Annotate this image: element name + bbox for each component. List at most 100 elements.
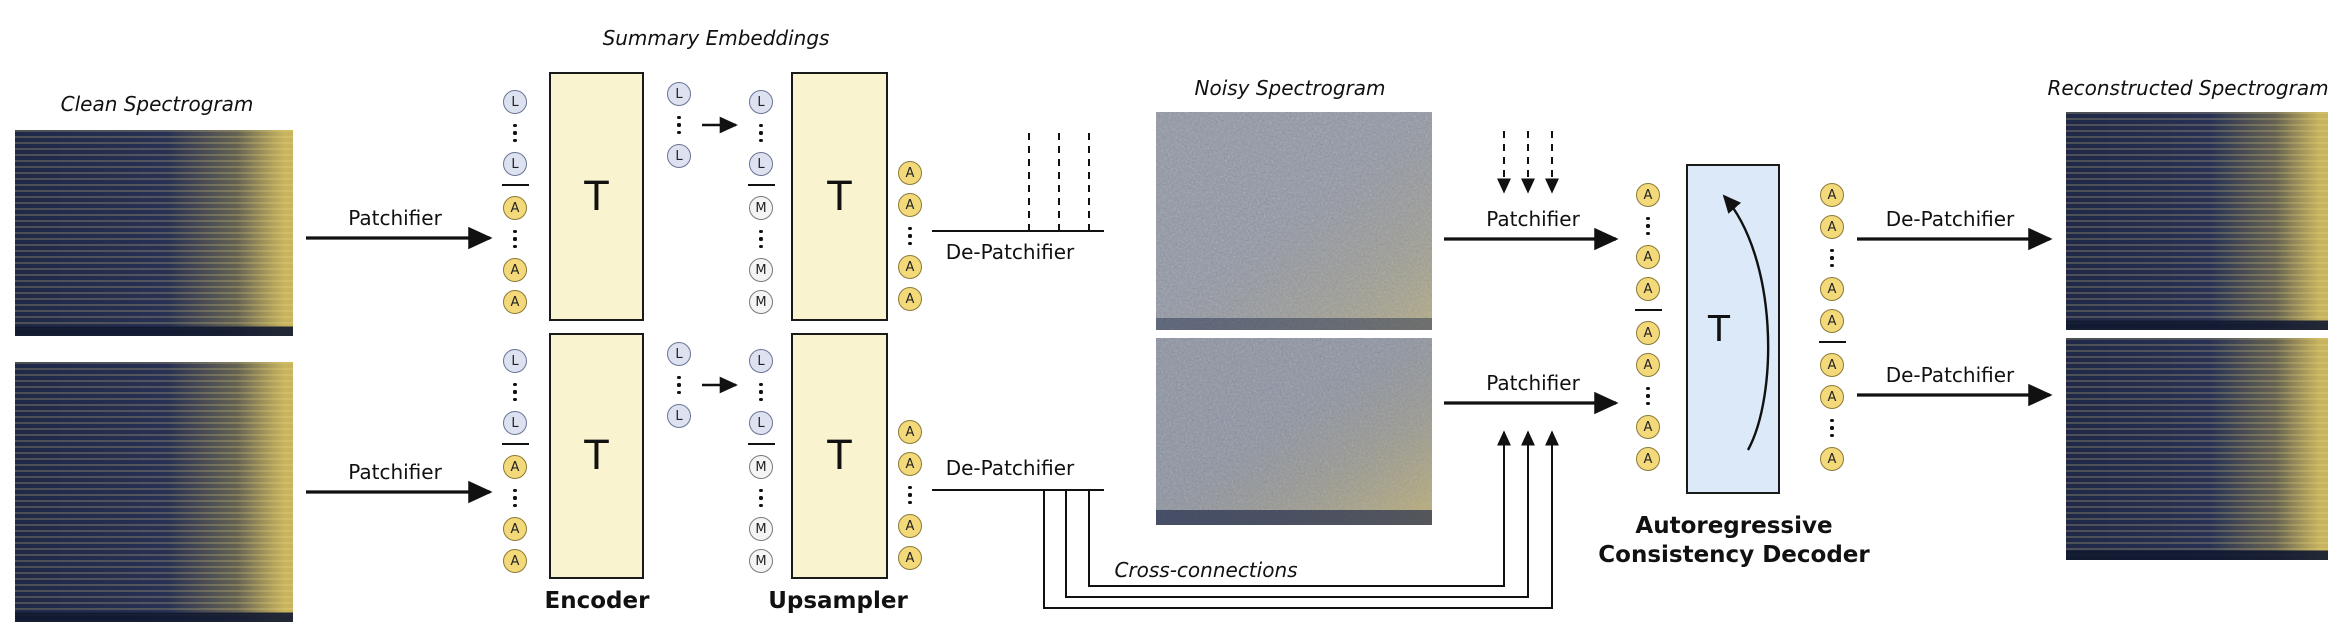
token-A: A bbox=[1636, 183, 1660, 207]
ellipsis-dots bbox=[1646, 385, 1650, 407]
token-group-separator bbox=[747, 443, 775, 447]
ellipsis-dots bbox=[759, 122, 763, 144]
token-M: M bbox=[749, 196, 773, 220]
decoder-label: Autoregressive Consistency Decoder bbox=[1598, 512, 1869, 571]
encoder-transformer-block-top: T bbox=[549, 72, 644, 321]
ellipsis-dots bbox=[513, 487, 517, 509]
token-group-separator bbox=[1818, 341, 1846, 345]
patchifier-label-right-bottom: Patchifier bbox=[1486, 371, 1580, 395]
token-M: M bbox=[749, 549, 773, 573]
decoder-label-line1: Autoregressive bbox=[1635, 513, 1833, 539]
ellipsis-dots bbox=[908, 484, 912, 506]
token-A: A bbox=[503, 549, 527, 573]
noisy-spectrogram-image-top bbox=[1156, 112, 1432, 330]
de-patchifier-label-right-top: De-Patchifier bbox=[1885, 207, 2015, 231]
token-L: L bbox=[503, 411, 527, 435]
token-L: L bbox=[667, 342, 691, 366]
transformer-t-label: T bbox=[827, 173, 852, 220]
token-A: A bbox=[898, 287, 922, 311]
ellipsis-dots bbox=[513, 381, 517, 403]
token-L: L bbox=[667, 404, 691, 428]
patchifier-label-right-top: Patchifier bbox=[1486, 207, 1580, 231]
ellipsis-dots bbox=[513, 228, 517, 250]
de-patchifier-label-mid-top: De-Patchifier bbox=[945, 240, 1075, 264]
token-A: A bbox=[898, 193, 922, 217]
noisy-spectrogram-image-bottom bbox=[1156, 338, 1432, 525]
token-A: A bbox=[1636, 353, 1660, 377]
ellipsis-dots bbox=[1830, 247, 1834, 269]
noisy-bottom-band bbox=[1156, 510, 1432, 525]
transformer-t-label: T bbox=[584, 173, 609, 220]
token-L: L bbox=[667, 144, 691, 168]
token-L: L bbox=[503, 90, 527, 114]
token-A: A bbox=[503, 258, 527, 282]
de-patchifier-label-mid-bottom: De-Patchifier bbox=[945, 456, 1075, 480]
upsampler-transformer-block-top: T bbox=[791, 72, 888, 321]
token-L: L bbox=[667, 82, 691, 106]
noisy-tint bbox=[1156, 338, 1432, 525]
clean-spectrogram-label: Clean Spectrogram bbox=[60, 92, 254, 116]
token-A: A bbox=[898, 255, 922, 279]
token-A: A bbox=[1636, 447, 1660, 471]
token-group-separator bbox=[1634, 309, 1662, 313]
transformer-t-label: T bbox=[1708, 308, 1730, 350]
ellipsis-dots bbox=[759, 381, 763, 403]
reconstructed-spectrogram-label: Reconstructed Spectrogram bbox=[2047, 76, 2329, 100]
encoder-label: Encoder bbox=[544, 588, 650, 614]
ellipsis-dots bbox=[908, 225, 912, 247]
token-A: A bbox=[1820, 353, 1844, 377]
token-L: L bbox=[749, 90, 773, 114]
transformer-t-label: T bbox=[827, 433, 852, 479]
token-A: A bbox=[503, 455, 527, 479]
noisy-bottom-band bbox=[1156, 318, 1432, 330]
token-group-separator bbox=[747, 184, 775, 188]
ellipsis-dots bbox=[759, 228, 763, 250]
token-L: L bbox=[503, 349, 527, 373]
token-A: A bbox=[1820, 215, 1844, 239]
token-A: A bbox=[1820, 385, 1844, 409]
encoder-transformer-block-bottom: T bbox=[549, 333, 644, 579]
cross-connections-label: Cross-connections bbox=[1114, 558, 1298, 582]
ellipsis-dots bbox=[759, 487, 763, 509]
noisy-spectrogram-label: Noisy Spectrogram bbox=[1194, 76, 1386, 100]
token-A: A bbox=[898, 161, 922, 185]
patchifier-label-left-top: Patchifier bbox=[348, 206, 442, 230]
token-A: A bbox=[1636, 245, 1660, 269]
token-A: A bbox=[898, 420, 922, 444]
ellipsis-dots bbox=[513, 122, 517, 144]
token-A: A bbox=[503, 517, 527, 541]
token-L: L bbox=[749, 411, 773, 435]
token-A: A bbox=[898, 546, 922, 570]
token-M: M bbox=[749, 455, 773, 479]
ellipsis-dots bbox=[1830, 417, 1834, 439]
token-A: A bbox=[1820, 183, 1844, 207]
token-A: A bbox=[503, 196, 527, 220]
decoder-label-line2: Consistency Decoder bbox=[1598, 542, 1870, 569]
upsampler-label: Upsampler bbox=[768, 588, 908, 614]
ellipsis-dots bbox=[1646, 215, 1650, 237]
token-group-separator bbox=[501, 184, 529, 188]
reconstructed-spectrogram-image-bottom bbox=[2066, 338, 2328, 560]
summary-embeddings-label: Summary Embeddings bbox=[602, 26, 830, 50]
token-A: A bbox=[1636, 277, 1660, 301]
token-group-separator bbox=[501, 443, 529, 447]
clean-spectrogram-image-top bbox=[15, 130, 293, 336]
token-A: A bbox=[503, 290, 527, 314]
token-A: A bbox=[1636, 321, 1660, 345]
de-patchifier-label-right-bottom: De-Patchifier bbox=[1885, 363, 2015, 387]
patchifier-label-left-bottom: Patchifier bbox=[348, 460, 442, 484]
token-A: A bbox=[898, 514, 922, 538]
token-M: M bbox=[749, 290, 773, 314]
noisy-tint bbox=[1156, 112, 1432, 330]
reconstructed-spectrogram-image-top bbox=[2066, 112, 2328, 330]
